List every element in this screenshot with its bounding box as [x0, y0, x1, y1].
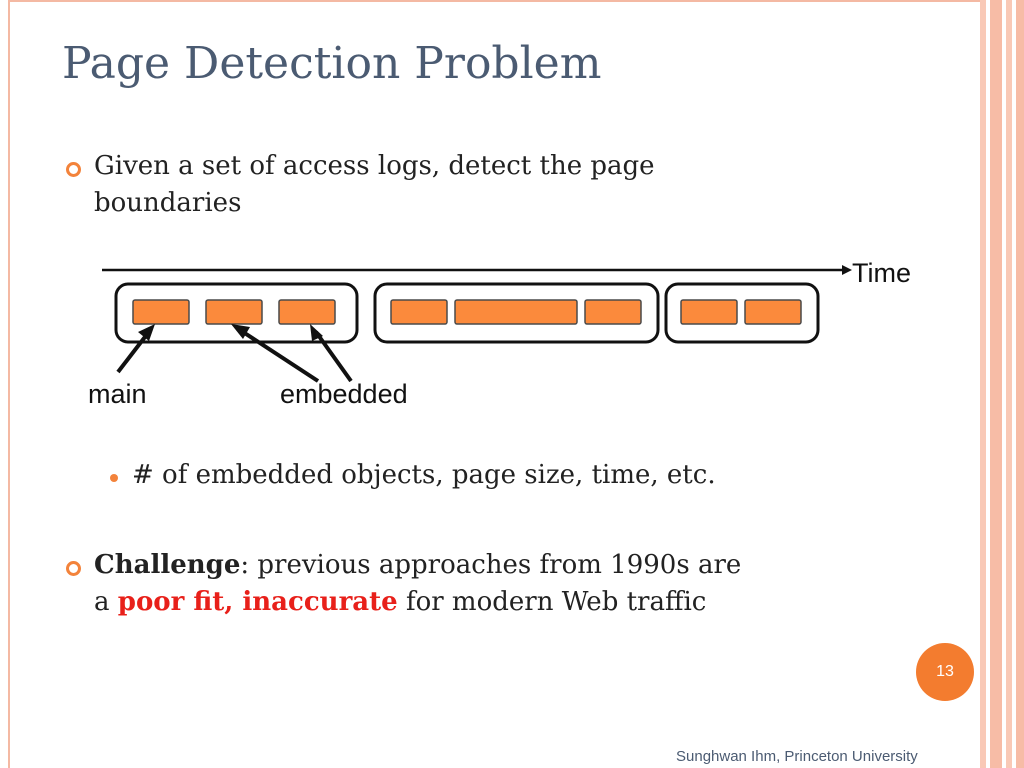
decor-stripe: [1016, 0, 1024, 768]
arrowhead: [231, 324, 250, 339]
frame-line: [8, 0, 980, 2]
main-label: main: [88, 379, 147, 409]
challenge-prefix: a: [94, 587, 118, 617]
frame-line: [8, 0, 10, 768]
main-object: [390, 299, 448, 325]
main-object: [680, 299, 738, 325]
page-group: [373, 282, 660, 344]
page-number: 13: [936, 663, 954, 680]
decor-stripe: [990, 0, 1002, 768]
challenge-highlight: poor fit, inaccurate: [117, 587, 398, 617]
embedded-object: [278, 299, 336, 325]
sub-bullet-dot-icon: [110, 474, 118, 482]
embedded-object: [454, 299, 578, 325]
embedded-object: [584, 299, 642, 325]
bullet-text: Given a set of access logs, detect the p…: [94, 151, 655, 218]
embedded-object: [744, 299, 802, 325]
challenge-bullet: Challenge: previous approaches from 1990…: [94, 547, 894, 621]
embedded-pointer-arrow: [238, 328, 320, 383]
embedded-pointer-arrow: [314, 330, 353, 383]
embedded-label: embedded: [280, 379, 408, 409]
decor-stripe: [980, 0, 986, 768]
sub-bullet-text: # of embedded objects, page size, time, …: [132, 460, 716, 490]
main-object: [132, 299, 190, 325]
challenge-label: Challenge: [94, 550, 241, 580]
arrowhead: [138, 324, 155, 341]
footer-text: Sunghwan Ihm, Princeton University: [676, 748, 918, 765]
time-arrowhead: [842, 265, 852, 275]
page-number-badge: 13: [916, 643, 974, 701]
challenge-text: : previous approaches from 1990s are: [240, 550, 742, 580]
decor-stripe: [1006, 0, 1012, 768]
page-group: [114, 282, 359, 344]
main-pointer-arrow: [116, 331, 150, 374]
slide-title: Page Detection Problem: [62, 38, 602, 89]
embedded-object: [205, 299, 263, 325]
bullet-ring-icon: [66, 162, 81, 177]
time-label: Time: [852, 258, 911, 288]
arrowhead: [310, 324, 323, 341]
challenge-text-end: for modern Web traffic: [397, 587, 707, 617]
page-group: [664, 282, 820, 344]
bullet-ring-icon: [66, 561, 81, 576]
